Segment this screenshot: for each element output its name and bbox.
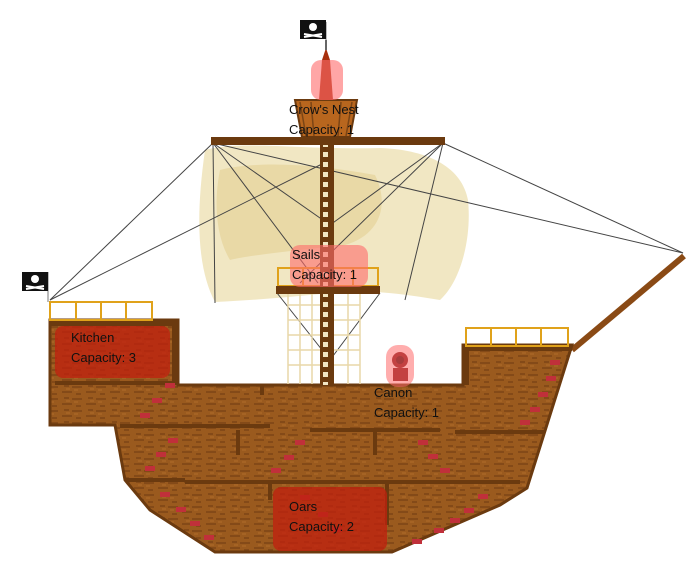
oars-zone[interactable] xyxy=(273,487,387,551)
crows-nest-highlight xyxy=(311,60,343,100)
sails-zone[interactable] xyxy=(286,243,370,289)
bowsprit xyxy=(570,253,686,353)
crows-nest-zone[interactable] xyxy=(286,58,366,140)
sails-highlight xyxy=(290,245,368,287)
oars-highlight xyxy=(273,487,387,551)
deck-steps xyxy=(140,360,560,544)
canon-highlight xyxy=(386,345,414,387)
kitchen-zone[interactable] xyxy=(55,326,170,378)
sails-platform xyxy=(276,286,380,294)
zone-highlights xyxy=(55,60,414,551)
sail-cloth xyxy=(199,145,469,302)
skull-flag-icon xyxy=(22,272,49,302)
canon-zone[interactable] xyxy=(372,345,452,423)
kitchen-highlight xyxy=(55,326,170,378)
skull-flag-icon xyxy=(300,20,327,50)
top-yard xyxy=(211,137,445,145)
crows-nest-basket xyxy=(293,99,359,138)
